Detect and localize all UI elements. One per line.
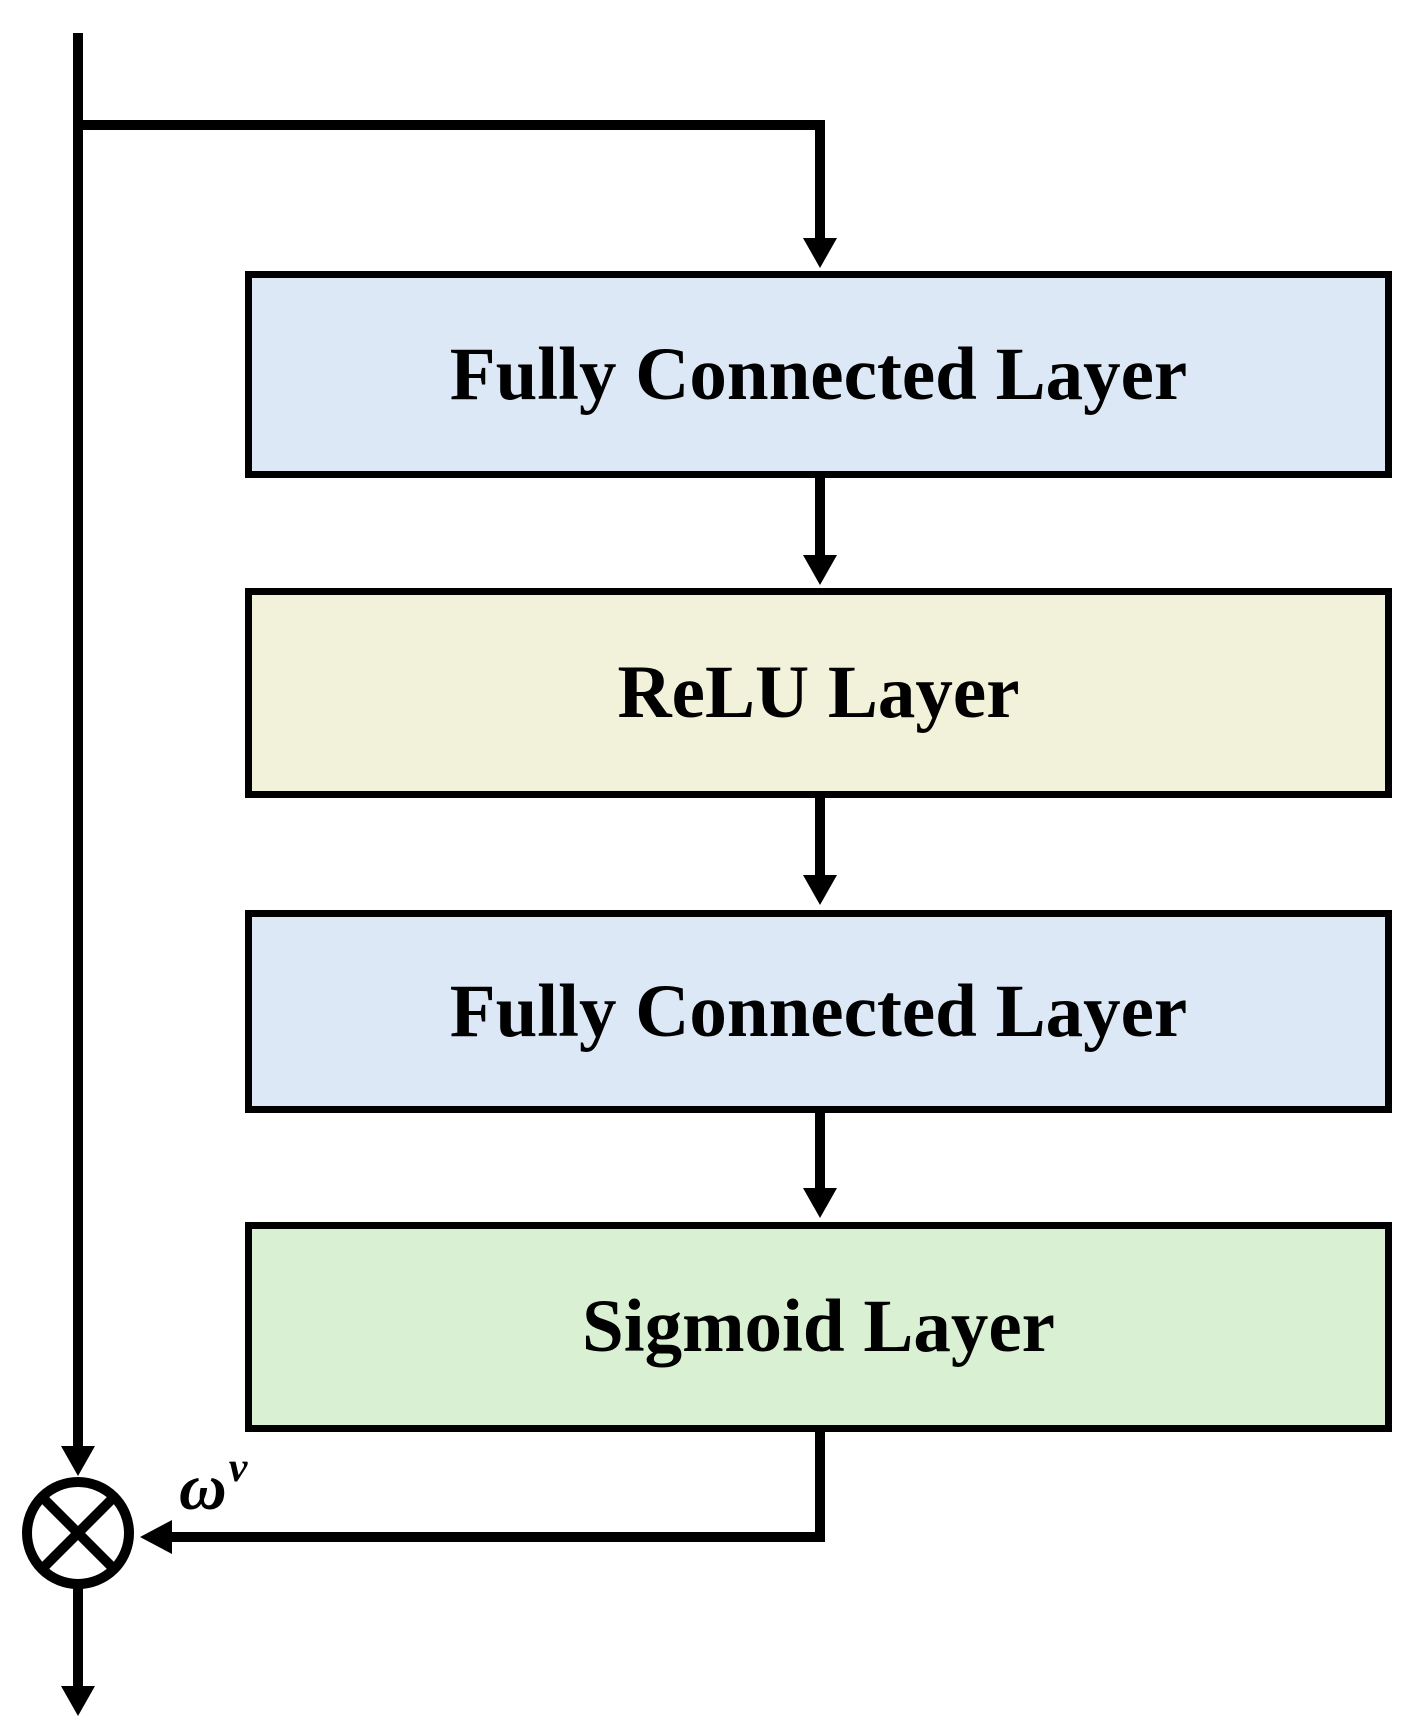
layer-label-sigmoid: Sigmoid Layer <box>582 1285 1055 1368</box>
branch-arrowhead-icon <box>803 238 837 268</box>
sigmoid-to-multiply-connector <box>172 1432 825 1542</box>
relu-to-fc2-arrowhead-icon <box>803 875 837 905</box>
weight-annotation-superscript: v <box>228 1445 248 1491</box>
layer-label-relu: ReLU Layer <box>617 651 1020 734</box>
branch-connector <box>78 120 825 240</box>
weight-annotation: ωv <box>179 1447 247 1521</box>
layer-box-fully-connected-1: Fully Connected Layer <box>245 271 1392 478</box>
layer-label-fully-connected-1: Fully Connected Layer <box>449 332 1188 416</box>
input-rail-arrowhead-icon <box>61 1446 95 1476</box>
layer-box-sigmoid: Sigmoid Layer <box>245 1222 1392 1432</box>
layer-box-fully-connected-2: Fully Connected Layer <box>245 910 1392 1113</box>
multiply-cross-stroke-2 <box>41 1496 115 1570</box>
fc2-to-sigmoid-arrowhead-icon <box>803 1188 837 1218</box>
layer-label-fully-connected-2: Fully Connected Layer <box>449 969 1188 1053</box>
fc1-to-relu-arrowhead-icon <box>803 555 837 585</box>
output-arrowhead-icon <box>61 1686 95 1716</box>
sigmoid-to-multiply-arrowhead-icon <box>140 1520 172 1554</box>
weight-annotation-base: ω <box>179 1451 227 1524</box>
layer-box-relu: ReLU Layer <box>245 588 1392 798</box>
